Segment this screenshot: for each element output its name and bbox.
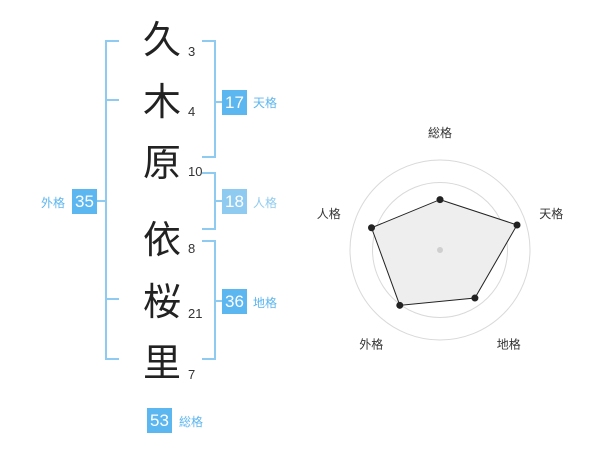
stroke-count-2: 4 — [188, 104, 196, 119]
stroke-count-1: 3 — [188, 44, 196, 59]
radar-point — [436, 196, 444, 204]
radar-axis-label: 総格 — [428, 125, 452, 140]
chikaku-label: 地格 — [253, 296, 278, 310]
jinkaku-badge: 18 — [222, 189, 247, 214]
radar-point — [368, 224, 376, 232]
chikaku-badge: 36 — [222, 289, 247, 314]
radar-axis-label: 天格 — [539, 206, 563, 221]
gaikaku-badge: 35 — [72, 189, 97, 214]
stroke-count-6: 7 — [188, 367, 196, 382]
radar-center-dot — [437, 247, 443, 253]
soukaku-label: 総格 — [179, 415, 204, 429]
tenkaku-badge: 17 — [222, 90, 247, 115]
char-3: 原 — [142, 141, 181, 185]
stroke-count-4: 8 — [188, 241, 196, 256]
radar-axis-label: 外格 — [359, 337, 383, 352]
gaikaku-label: 外格 — [41, 196, 66, 210]
radar-axis-label: 人格 — [317, 206, 341, 221]
radar-point — [471, 294, 479, 302]
radar-axis-label: 地格 — [497, 337, 521, 352]
jinkaku-label: 人格 — [253, 196, 278, 210]
stroke-count-3: 10 — [188, 164, 203, 179]
radar-data-area — [370, 199, 518, 306]
char-5: 桜 — [142, 280, 181, 324]
stroke-count-5: 21 — [188, 306, 203, 321]
radar-grid-ring — [349, 159, 531, 341]
char-4: 依 — [142, 218, 181, 262]
char-6: 里 — [142, 341, 181, 385]
char-2: 木 — [142, 80, 181, 124]
radar-point — [396, 301, 404, 309]
radar-grid-ring — [372, 182, 508, 318]
tenkaku-label: 天格 — [253, 96, 278, 110]
char-1: 久 — [142, 18, 181, 62]
radar-point — [513, 221, 521, 229]
soukaku-badge: 53 — [147, 408, 172, 433]
